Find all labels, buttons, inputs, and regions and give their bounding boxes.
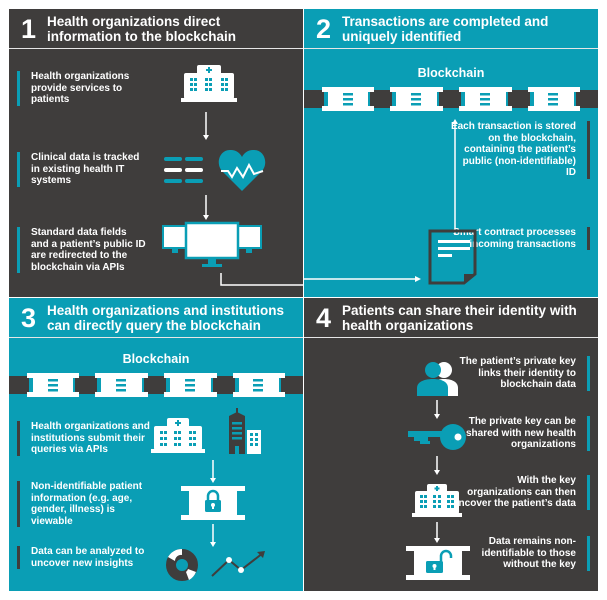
step-text: Health organizations provide services to… [17, 71, 147, 106]
blockchain-icon [9, 373, 303, 397]
blockchain-icon [304, 87, 598, 111]
panel-title: Health organizations direct information … [47, 14, 237, 44]
panel-number: 3 [21, 303, 37, 333]
step-text: The private key can be shared with new h… [450, 416, 590, 451]
panel-1-header: 1 Health organizations direct informatio… [9, 9, 303, 49]
arrow-down-icon [210, 460, 216, 483]
arrow-down-icon [203, 112, 209, 140]
trend-line-icon [211, 551, 265, 577]
arrow-right-icon [304, 276, 421, 282]
panel-title: Health organizations and institutions ca… [47, 303, 285, 333]
unlocked-block-icon [406, 546, 470, 580]
office-building-icon [229, 408, 261, 454]
panel-4: 4 Patients can share their identity with… [304, 298, 598, 591]
step-text: Health organizations and institutions su… [17, 421, 152, 456]
step-text: Data can be analyzed to uncover new insi… [17, 546, 152, 569]
hospital-icon [181, 65, 237, 102]
panel-number: 1 [21, 14, 37, 44]
panel-3-header: 3 Health organizations and institutions … [9, 298, 303, 338]
step-text: Smart contract processes incoming transa… [450, 227, 590, 250]
step-text: Each transaction is stored on the blockc… [450, 121, 590, 179]
step-text: Non-identifiable patient information (e.… [17, 481, 152, 527]
donut-chart-icon [166, 548, 198, 581]
hospital-icon [151, 418, 205, 453]
arrow-down-icon [434, 400, 440, 419]
panel-3: 3 Health organizations and institutions … [9, 298, 303, 591]
heart-monitor-icon [218, 149, 266, 191]
step-text: With the key organizations can then unco… [450, 475, 590, 510]
step-text: Clinical data is tracked in existing hea… [17, 152, 147, 187]
step-text: The patient’s private key links their id… [450, 356, 590, 391]
panel-title: Patients can share their identity with h… [342, 303, 577, 333]
arrow-down-icon [434, 522, 440, 543]
document-icon [428, 229, 477, 285]
connector-line [220, 273, 303, 286]
blockchain-label: Blockchain [417, 66, 485, 80]
panel-number: 2 [316, 14, 332, 44]
blockchain-label: Blockchain [122, 352, 190, 366]
panel-1: 1 Health organizations direct informatio… [9, 9, 303, 297]
locked-block-icon [181, 486, 245, 520]
users-icon [417, 362, 458, 396]
monitors-icon [162, 221, 262, 267]
panel-number: 4 [316, 303, 332, 333]
panel-title: Transactions are completed and uniquely … [342, 14, 549, 44]
arrow-down-icon [434, 456, 440, 475]
arrow-up-icon [452, 119, 458, 235]
key-icon [408, 424, 466, 450]
data-fields-icon [164, 157, 203, 183]
arrow-down-icon [210, 524, 216, 547]
step-text: Data remains non-identifiable to those w… [450, 536, 590, 571]
panel-4-header: 4 Patients can share their identity with… [304, 298, 598, 338]
panel-2-header: 2 Transactions are completed and uniquel… [304, 9, 598, 49]
panel-2: 2 Transactions are completed and uniquel… [304, 9, 598, 297]
hospital-icon [412, 484, 462, 517]
step-text: Standard data fields and a patient’s pub… [17, 227, 147, 273]
arrow-down-icon [203, 195, 209, 220]
